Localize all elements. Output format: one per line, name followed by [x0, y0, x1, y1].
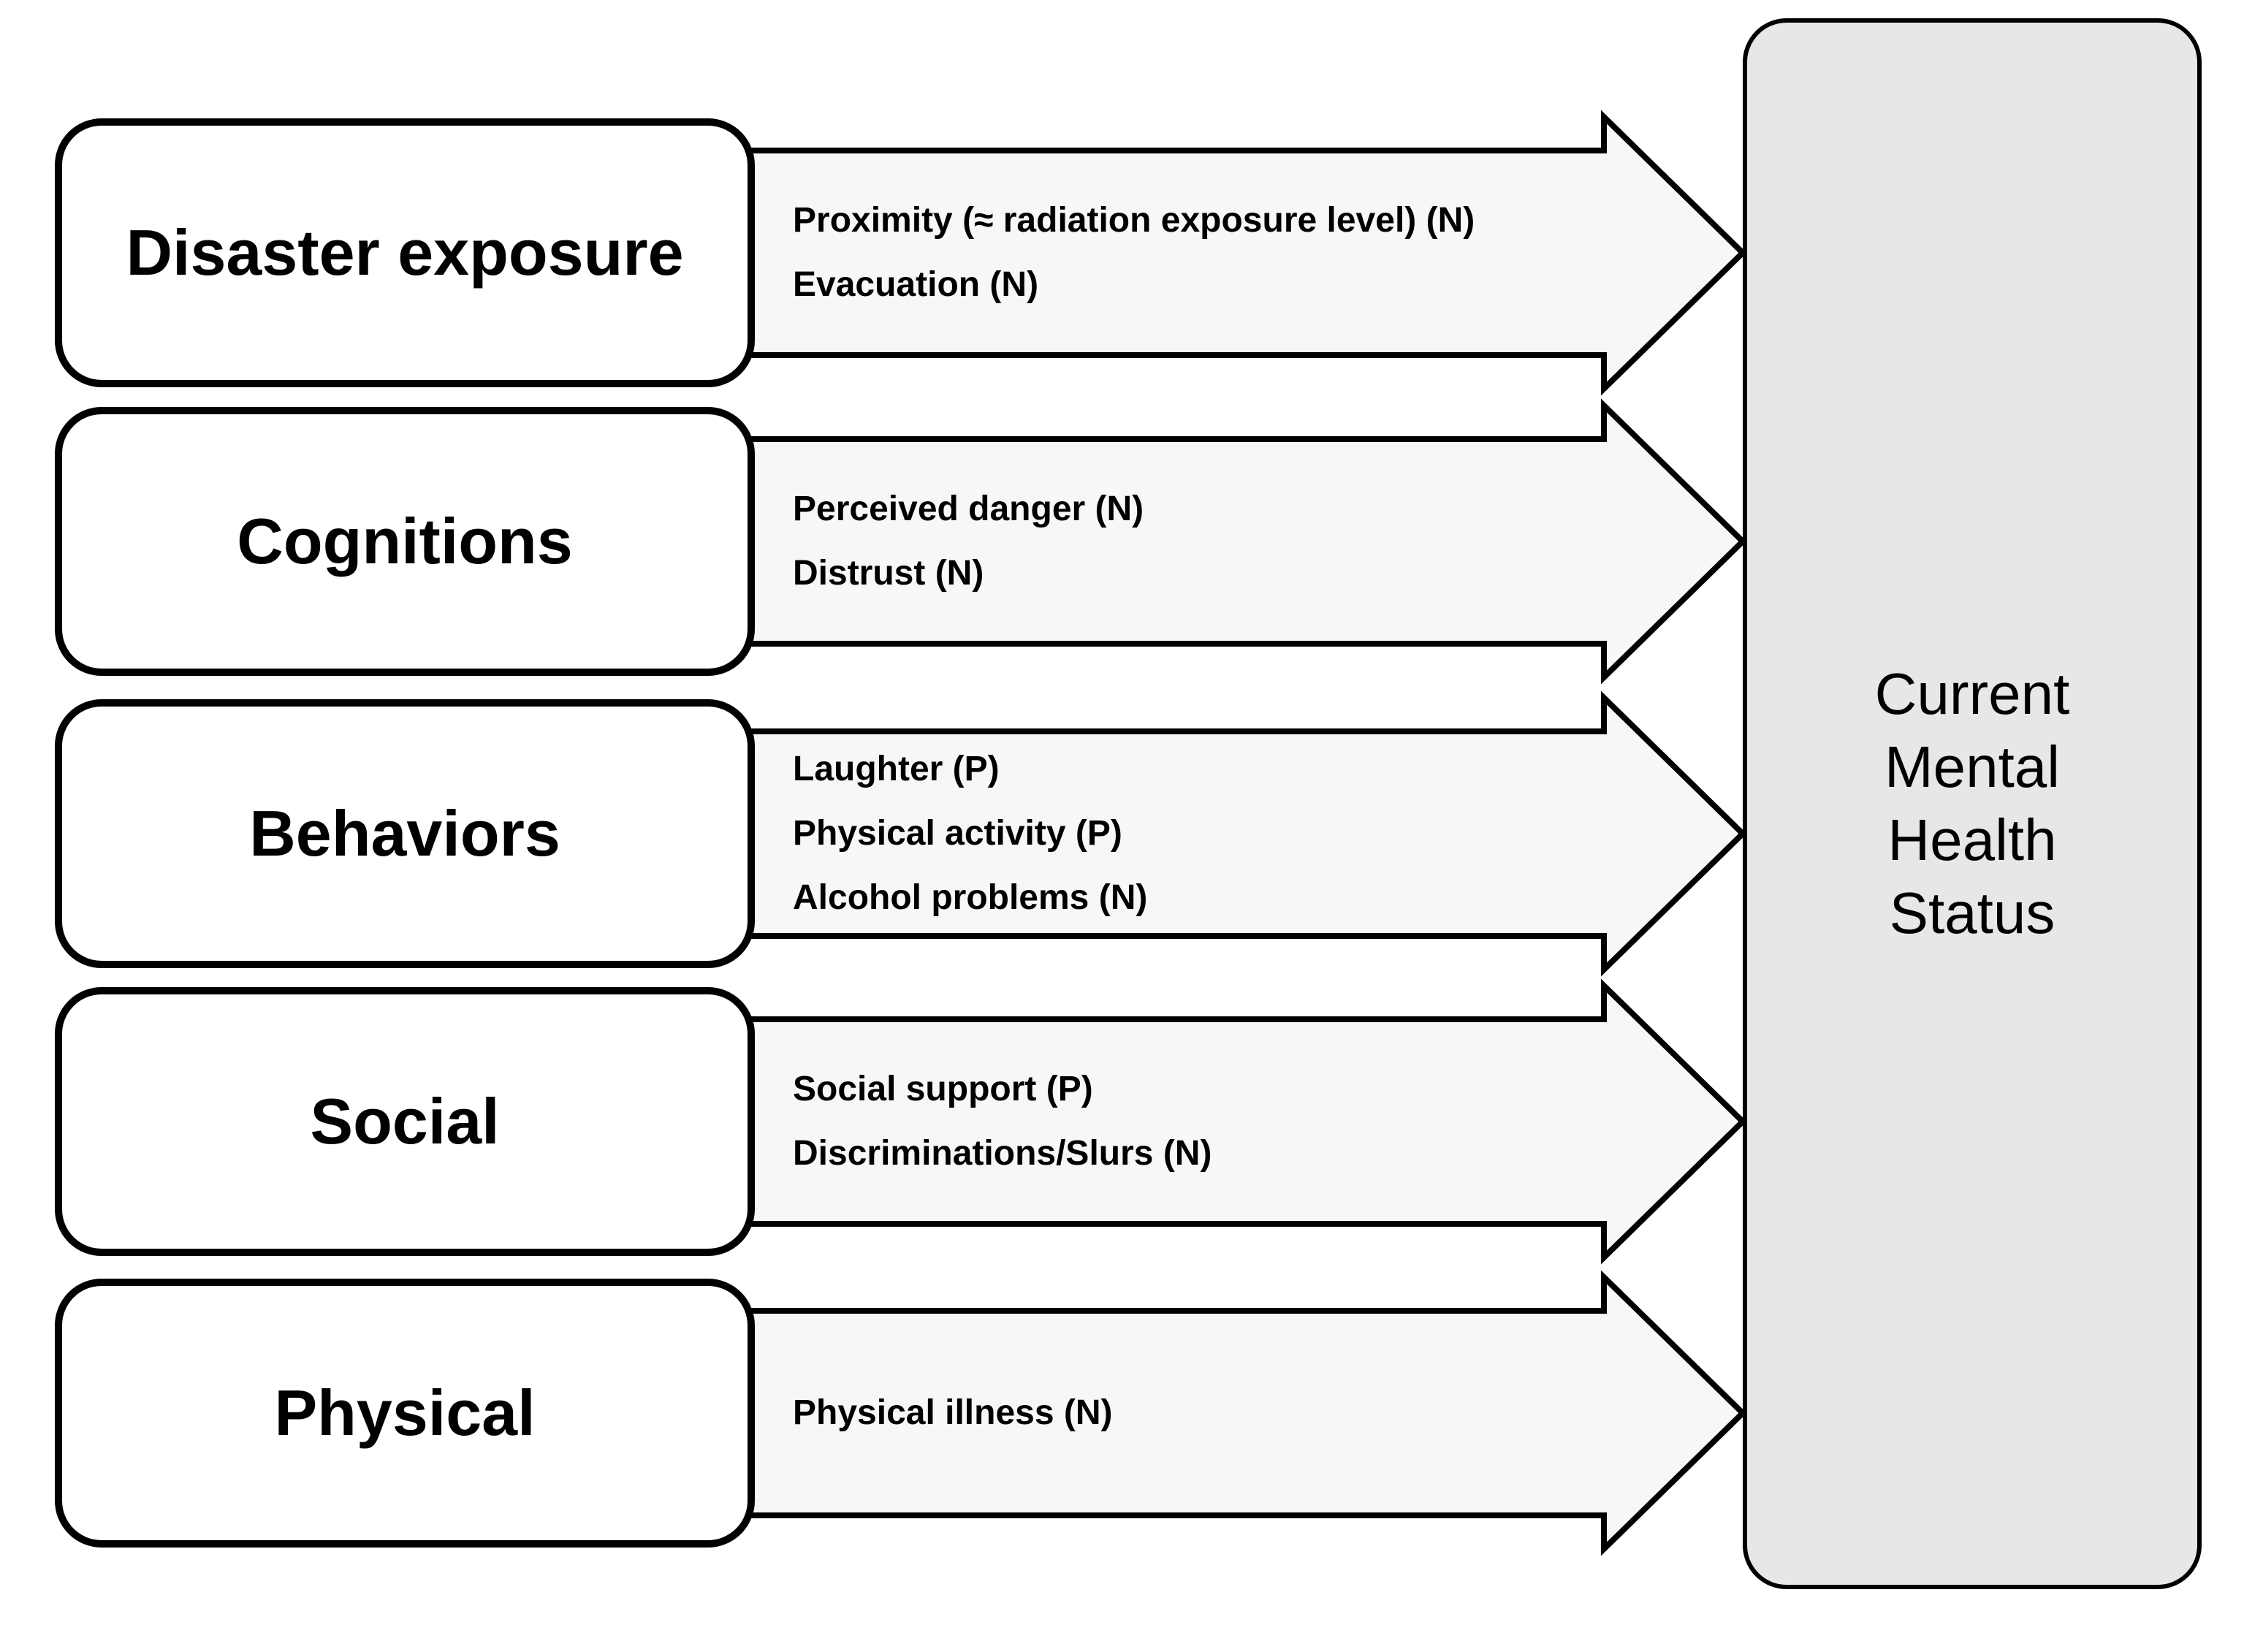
arrow-cognitions: [731, 398, 1747, 685]
box-behaviors: Behaviors: [55, 699, 755, 968]
box-physical: Physical: [55, 1279, 755, 1548]
arrow-label-physical: Physical illness (N): [793, 1381, 1721, 1445]
factor-physical-activity: Physical activity (P): [793, 814, 1122, 853]
outcome-line-2: Mental: [1884, 734, 2061, 799]
box-cognitions-label: Cognitions: [237, 505, 573, 577]
box-social-label: Social: [310, 1085, 500, 1157]
arrow-physical: [731, 1270, 1747, 1556]
box-social: Social: [55, 987, 755, 1256]
box-behaviors-label: Behaviors: [249, 797, 560, 869]
arrow-label-disaster-exposure: Proximity (≈ radiation exposure level) (…: [793, 189, 1721, 317]
arrow-social: [731, 978, 1747, 1265]
box-cognitions: Cognitions: [55, 407, 755, 676]
factor-proximity: Proximity (≈ radiation exposure level) (…: [793, 201, 1475, 240]
factor-alcohol-problems: Alcohol problems (N): [793, 878, 1148, 917]
outcome-line-4: Status: [1889, 880, 2055, 945]
factor-perceived-danger: Perceived danger (N): [793, 490, 1144, 528]
factor-evacuation: Evacuation (N): [793, 265, 1039, 304]
factor-laughter: Laughter (P): [793, 750, 1000, 788]
box-physical-label: Physical: [274, 1377, 536, 1449]
arrow-behaviors: [731, 690, 1747, 977]
box-disaster-exposure-label: Disaster exposure: [126, 216, 684, 289]
outcome-line-3: Health: [1887, 807, 2057, 872]
arrow-label-cognitions: Perceived danger (N) Distrust (N): [793, 477, 1721, 606]
factor-physical-illness: Physical illness (N): [793, 1393, 1113, 1432]
factor-social-support: Social support (P): [793, 1070, 1093, 1108]
arrow-label-social: Social support (P) Discriminations/Slurs…: [793, 1057, 1721, 1186]
arrow-label-behaviors: Laughter (P) Physical activity (P) Alcoh…: [793, 737, 1721, 930]
outcome-line-1: Current: [1874, 661, 2070, 726]
arrow-disaster-exposure: [731, 110, 1747, 396]
factor-discriminations-slurs: Discriminations/Slurs (N): [793, 1134, 1212, 1173]
box-disaster-exposure: Disaster exposure: [55, 118, 755, 387]
box-current-mental-health-status: Current Mental Health Status: [1743, 18, 2202, 1589]
factor-distrust: Distrust (N): [793, 554, 984, 593]
